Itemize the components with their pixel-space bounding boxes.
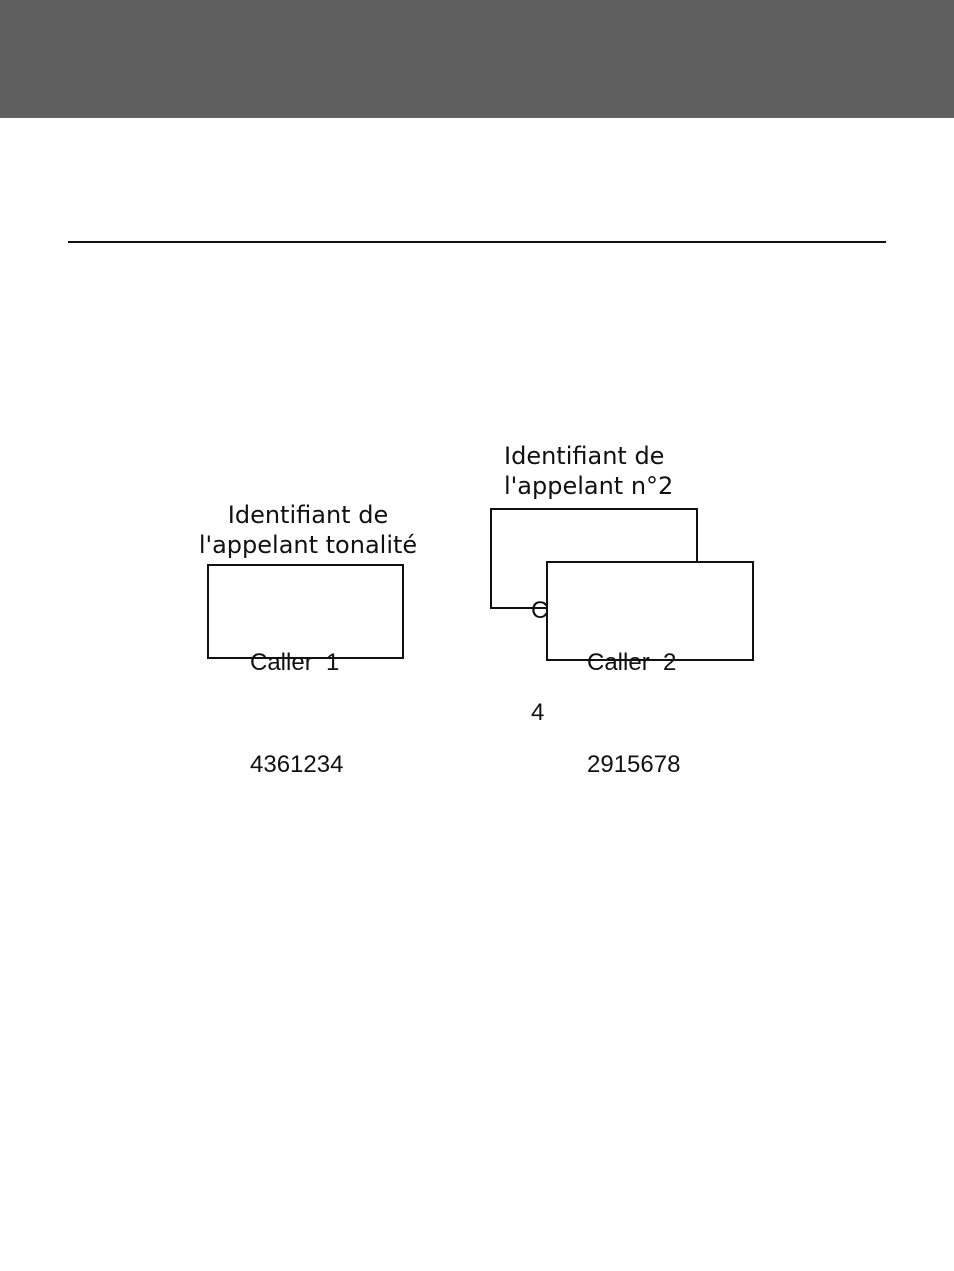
second-caller-id-caption-line2: l'appelant n°2: [504, 472, 674, 500]
second-caller-display-screen: Caller 2 2915678: [546, 561, 754, 778]
caller-number-line: 4361234: [250, 751, 344, 778]
second-caller-id-caption: Identifiant de l'appelant n°2: [504, 441, 673, 501]
tone-caller-id-caption: Identifiant de l'appelant tonalité: [196, 500, 420, 560]
section-divider: [68, 241, 886, 243]
caller-display-screen: Caller 1 4361234: [207, 564, 404, 778]
tone-caller-id-caption-line2: l'appelant tonalité: [198, 531, 418, 559]
second-caller-id-caption-line1: Identifiant de: [504, 442, 665, 470]
tone-caller-id-caption-line1: Identifiant de: [227, 501, 389, 529]
second-caller-name-line: Caller 2: [587, 649, 677, 676]
second-caller-number-line: 2915678: [587, 751, 681, 778]
first-caller-number-line: 4: [531, 699, 545, 726]
header-band: [0, 0, 954, 118]
caller-name-line: Caller 1: [250, 649, 340, 676]
